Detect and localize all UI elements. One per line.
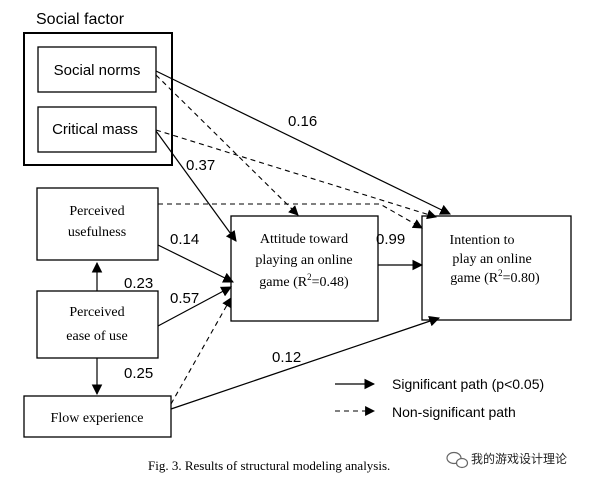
attitude-line1: Attitude toward bbox=[260, 232, 348, 247]
path-usefulness-intention-ns bbox=[158, 203, 423, 229]
attitude-line3: game (R2=0.48) bbox=[259, 272, 349, 290]
path-norms-attitude-ns bbox=[155, 74, 299, 216]
path-norms-intention bbox=[155, 70, 451, 215]
watermark-text: 我的游戏设计理论 bbox=[471, 451, 567, 466]
intention-line1: Intention to bbox=[450, 233, 515, 248]
path-flow-intention bbox=[170, 316, 441, 410]
coef-flow-intention: 0.12 bbox=[272, 349, 301, 366]
coef-norms-intention: 0.16 bbox=[288, 113, 317, 130]
ease-line1: Perceived bbox=[69, 305, 124, 320]
path-mass-intention-ns bbox=[155, 129, 437, 220]
social-norms-label: Social norms bbox=[54, 62, 141, 79]
wechat-icon bbox=[446, 451, 469, 469]
path-mass-attitude bbox=[155, 130, 237, 242]
legend-non-significant: Non-significant path bbox=[392, 404, 516, 420]
box-flow-experience: Flow experience bbox=[23, 395, 172, 438]
coef-usefulness-attitude: 0.14 bbox=[170, 231, 199, 248]
box-attitude: Attitude toward playing an online game (… bbox=[230, 215, 379, 322]
box-perceived-usefulness: Perceived usefulness bbox=[36, 187, 159, 261]
legend: Significant path (p<0.05) Non-significan… bbox=[335, 376, 544, 420]
path-ease-attitude bbox=[157, 286, 232, 327]
watermark: 我的游戏设计理论 bbox=[446, 451, 567, 469]
critical-mass-label: Critical mass bbox=[52, 121, 138, 138]
coef-ease-usefulness: 0.23 bbox=[124, 275, 153, 292]
social-factor-group bbox=[23, 32, 173, 166]
coef-attitude-intention: 0.99 bbox=[376, 231, 405, 248]
box-perceived-ease-of-use: Perceived ease of use bbox=[36, 290, 159, 359]
figure-caption: Fig. 3. Results of structural modeling a… bbox=[148, 458, 390, 473]
ease-line2: ease of use bbox=[66, 329, 127, 344]
box-intention: Intention to play an online game (R2=0.8… bbox=[421, 215, 572, 321]
legend-significant: Significant path (p<0.05) bbox=[392, 376, 544, 392]
usefulness-line1: Perceived bbox=[69, 204, 124, 219]
coef-ease-attitude: 0.57 bbox=[170, 290, 199, 307]
intention-line2: play an online bbox=[452, 252, 531, 267]
usefulness-line2: usefulness bbox=[68, 225, 126, 240]
intention-line3: game (R2=0.80) bbox=[450, 268, 540, 286]
social-factor-title: Social factor bbox=[36, 11, 125, 28]
attitude-line2: playing an online bbox=[255, 253, 352, 268]
coef-mass-attitude: 0.37 bbox=[186, 157, 215, 174]
path-flow-attitude-ns bbox=[170, 297, 232, 405]
path-usefulness-attitude bbox=[157, 244, 234, 283]
box-critical-mass: Critical mass bbox=[37, 106, 157, 153]
flow-label: Flow experience bbox=[51, 411, 144, 426]
box-social-norms: Social norms bbox=[37, 46, 157, 93]
coef-ease-flow: 0.25 bbox=[124, 365, 153, 382]
